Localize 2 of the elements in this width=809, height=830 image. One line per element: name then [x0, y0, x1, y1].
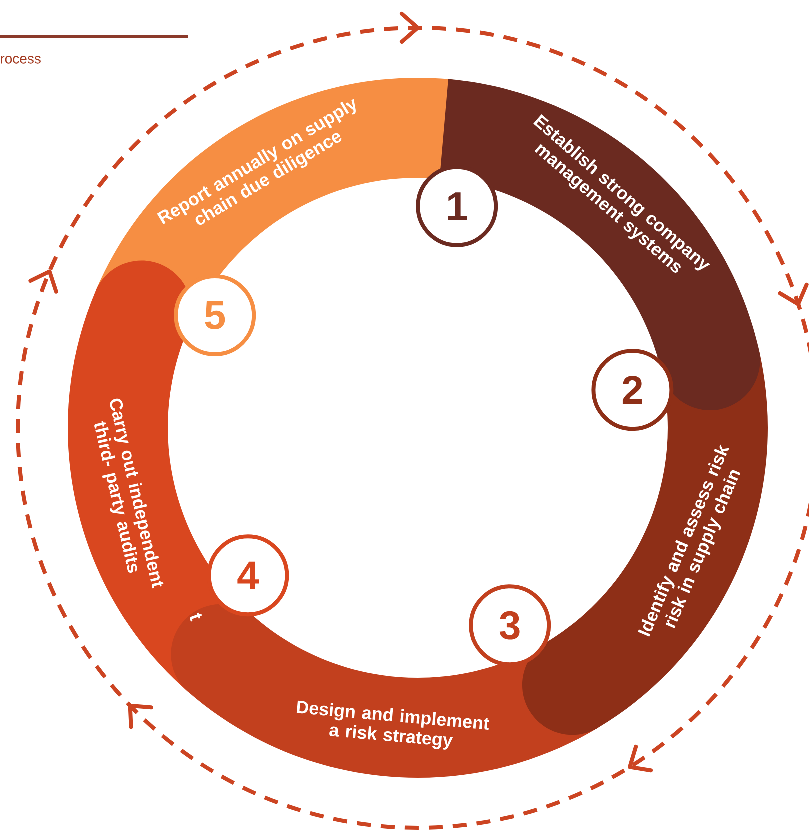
- text-fragment: t: [190, 612, 202, 622]
- heading-fragment: rocess: [1, 56, 41, 64]
